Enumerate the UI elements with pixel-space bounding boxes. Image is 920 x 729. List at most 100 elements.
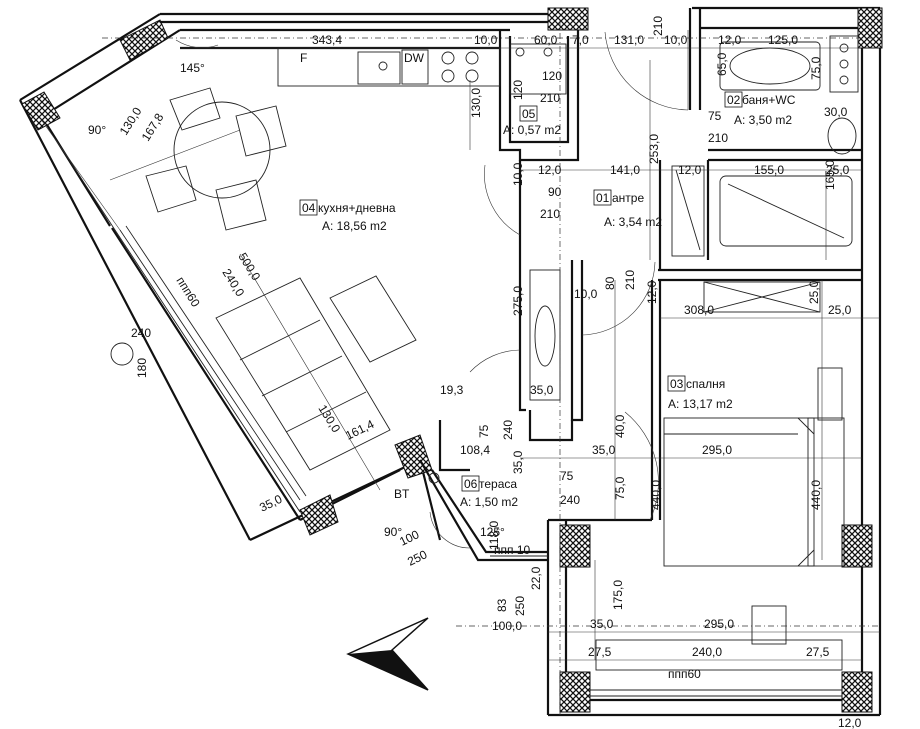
kitchen-counter	[277, 47, 501, 87]
svg-text:90°: 90°	[88, 123, 106, 137]
svg-text:40,0: 40,0	[613, 414, 627, 438]
wardrobe-icon	[703, 281, 821, 313]
svg-text:210: 210	[540, 91, 560, 105]
svg-text:35,0: 35,0	[511, 450, 525, 474]
svg-text:12,0: 12,0	[838, 716, 862, 729]
svg-text:295,0: 295,0	[702, 443, 732, 457]
svg-text:80: 80	[603, 276, 617, 290]
svg-text:75: 75	[477, 424, 491, 438]
room-label-closet: 05 A: 0,57 m2	[503, 105, 561, 137]
svg-text:118,0: 118,0	[487, 521, 501, 550]
svg-text:75: 75	[708, 109, 722, 123]
svg-text:250: 250	[513, 596, 527, 616]
svg-text:30,0: 30,0	[824, 105, 848, 119]
svg-text:01: 01	[596, 191, 610, 205]
room-label-kitchen: 04 кухня+дневна A: 18,56 m2	[299, 199, 396, 233]
bed-icon	[663, 367, 845, 567]
windows	[119, 225, 842, 697]
svg-text:25,0: 25,0	[807, 280, 821, 304]
dimension-texts: 343,4 10,0 60,0 7,0 131,0 10,0 210 12,0 …	[117, 16, 862, 729]
svg-text:ппп 10: ппп 10	[494, 543, 531, 557]
svg-text:10,0: 10,0	[664, 33, 688, 47]
svg-text:10,0: 10,0	[574, 287, 598, 301]
svg-text:253,0: 253,0	[647, 134, 661, 164]
svg-text:440,0: 440,0	[649, 480, 663, 510]
sofa-icon	[215, 277, 391, 471]
room-label-entry: 01 антре A: 3,54 m2	[593, 189, 662, 229]
svg-text:60,0: 60,0	[534, 33, 558, 47]
svg-text:02: 02	[727, 93, 741, 107]
dimension-lines	[39, 20, 880, 715]
svg-text:A: 1,50 m2: A: 1,50 m2	[460, 495, 518, 509]
svg-text:100,0: 100,0	[492, 619, 522, 633]
svg-text:25,0: 25,0	[828, 303, 852, 317]
misc-labels: F DW 145° 90° 90° 125° ппп60 ппп 10 240 …	[88, 51, 701, 681]
svg-text:05: 05	[522, 107, 536, 121]
svg-text:12,0: 12,0	[645, 280, 659, 304]
svg-text:175,0: 175,0	[611, 580, 625, 610]
room-label-bedroom: 03 спалня A: 13,17 m2	[667, 375, 733, 411]
svg-text:210: 210	[708, 131, 728, 145]
north-arrow-icon	[346, 617, 429, 691]
svg-text:125°: 125°	[480, 525, 505, 539]
svg-text:180: 180	[135, 358, 149, 378]
svg-text:баня+WC: баня+WC	[742, 93, 796, 107]
section-marker-icon	[110, 342, 134, 366]
svg-text:27,5: 27,5	[588, 645, 612, 659]
svg-text:35,0: 35,0	[257, 492, 284, 515]
svg-text:12,0: 12,0	[718, 33, 742, 47]
svg-text:22,0: 22,0	[529, 566, 543, 590]
room-label-bathroom: 02 баня+WC A: 3,50 m2	[724, 91, 796, 127]
sink-icon	[357, 51, 401, 85]
svg-text:DW: DW	[404, 51, 425, 65]
svg-text:131,0: 131,0	[614, 33, 644, 47]
svg-text:75,0: 75,0	[809, 56, 823, 80]
svg-text:35,0: 35,0	[590, 617, 614, 631]
svg-text:295,0: 295,0	[704, 617, 734, 631]
svg-text:155,0: 155,0	[754, 163, 784, 177]
svg-text:ппп60: ппп60	[668, 667, 701, 681]
svg-text:90: 90	[548, 185, 562, 199]
svg-text:90°: 90°	[384, 525, 402, 539]
svg-text:240: 240	[560, 493, 580, 507]
svg-text:275,0: 275,0	[511, 286, 525, 316]
svg-text:A: 3,54 m2: A: 3,54 m2	[604, 215, 662, 229]
svg-text:210: 210	[540, 207, 560, 221]
svg-text:240,0: 240,0	[692, 645, 722, 659]
dishwasher-icon	[401, 49, 429, 85]
svg-text:F: F	[300, 51, 307, 65]
svg-text:167,8: 167,8	[139, 110, 167, 143]
svg-text:343,4: 343,4	[312, 33, 342, 47]
svg-text:7,0: 7,0	[572, 33, 589, 47]
svg-text:кухня+дневна: кухня+дневна	[318, 201, 396, 215]
svg-text:210: 210	[651, 16, 665, 36]
room-label-terrace: 06 тераса A: 1,50 m2	[460, 475, 518, 509]
svg-text:83: 83	[495, 598, 509, 612]
svg-text:27,5: 27,5	[806, 645, 830, 659]
interior-walls	[419, 8, 862, 562]
svg-text:03: 03	[670, 377, 684, 391]
svg-text:04: 04	[302, 201, 316, 215]
svg-text:10,0: 10,0	[511, 162, 525, 186]
svg-text:130,0: 130,0	[469, 88, 483, 118]
svg-text:35,0: 35,0	[530, 383, 554, 397]
svg-text:35,0: 35,0	[592, 443, 616, 457]
svg-text:06: 06	[464, 477, 478, 491]
svg-text:A: 18,56 m2: A: 18,56 m2	[322, 219, 387, 233]
svg-text:65,0: 65,0	[715, 52, 729, 76]
svg-text:440,0: 440,0	[809, 480, 823, 510]
svg-text:165,0: 165,0	[823, 160, 837, 190]
svg-text:спалня: спалня	[686, 377, 725, 391]
svg-text:тераса: тераса	[479, 477, 517, 491]
svg-text:12,0: 12,0	[538, 163, 562, 177]
svg-text:108,4: 108,4	[460, 443, 490, 457]
drain-icon	[428, 472, 440, 484]
svg-text:75,0: 75,0	[613, 476, 627, 500]
svg-text:A: 3,50 m2: A: 3,50 m2	[734, 113, 792, 127]
svg-text:141,0: 141,0	[610, 163, 640, 177]
svg-text:75: 75	[560, 469, 574, 483]
svg-text:308,0: 308,0	[684, 303, 714, 317]
svg-text:10,0: 10,0	[474, 33, 498, 47]
svg-text:19,3: 19,3	[440, 383, 464, 397]
